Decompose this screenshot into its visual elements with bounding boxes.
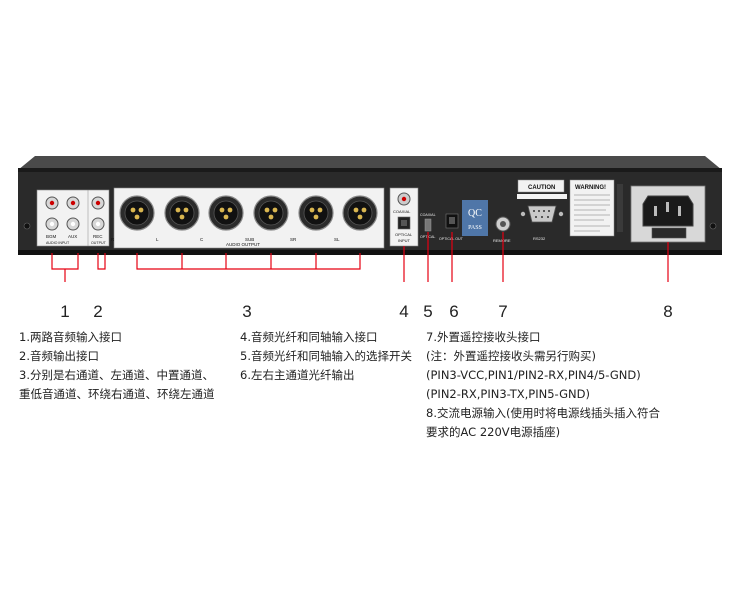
- rs232-port: [527, 205, 557, 223]
- description-line: 要求的AC 220V电源插座): [426, 425, 561, 439]
- xlr-connectors: R L C SUB SR SL: [111, 195, 378, 242]
- optical-out-label: OPTICAL OUT: [439, 237, 464, 241]
- rs232-label: RS232: [533, 236, 546, 241]
- description-line: 重低音通道、环绕右通道、环绕左通道: [19, 387, 215, 401]
- warning-label: WARNING!: [575, 185, 606, 191]
- callout-line: [51, 253, 79, 282]
- callout-number-2: 2: [93, 302, 102, 321]
- description-column-1: 1.两路音频输入接口 2.音频输出接口 3.分别是右通道、左通道、中置通道、 重…: [19, 328, 215, 404]
- description-line: 5.音频光纤和同轴输入的选择开关: [240, 349, 412, 363]
- xlr-label: SUB: [245, 237, 254, 242]
- rca-label-rec: REC: [93, 234, 103, 239]
- xlr-label: R: [111, 237, 115, 242]
- callout-number-3: 3: [242, 302, 251, 321]
- caution-sticker: [517, 179, 565, 193]
- description-column-2: 4.音频光纤和同轴输入接口 5.音频光纤和同轴输入的选择开关 6.左右主通道光纤…: [240, 328, 412, 385]
- caution-label: CAUTION: [528, 185, 555, 191]
- callout-lines: [51, 232, 669, 282]
- callout-line: [136, 253, 361, 270]
- qc-pass-label: PASS: [468, 225, 482, 231]
- rca-label-bgm: BGM: [46, 234, 57, 239]
- xlr-label: SL: [334, 237, 340, 242]
- warning-sticker: [569, 179, 615, 237]
- description-line: (注：外置遥控接收头需另行购买): [426, 349, 596, 363]
- chassis-lip: [18, 168, 722, 173]
- qc-sticker: [462, 200, 488, 236]
- callout-number-1: 1: [60, 302, 69, 321]
- description-line: (PIN2-RX,PIN3-TX,PIN5-GND): [426, 387, 590, 401]
- fuse-holder: [651, 227, 687, 239]
- description-line: 4.音频光纤和同轴输入接口: [240, 330, 378, 344]
- description-line: 1.两路音频输入接口: [19, 330, 122, 344]
- description-line: 3.分别是右通道、左通道、中置通道、: [19, 368, 214, 382]
- description-line: 2.音频输出接口: [19, 349, 99, 363]
- panel-bottom-edge: [18, 250, 722, 255]
- optical-input-label-2: INPUT: [398, 238, 411, 243]
- rca-jacks: [45, 196, 105, 231]
- chassis-top: [18, 156, 722, 170]
- callout-line: [97, 253, 106, 270]
- rca-group-input: AUDIO INPUT: [46, 241, 70, 245]
- optical-input-label-1: OPTICAL: [395, 232, 413, 237]
- xlr-plate: [113, 187, 385, 249]
- callout-number-5: 5: [423, 302, 432, 321]
- description-line: 8.交流电源输入(使用时将电源线插头插入符合: [426, 406, 660, 420]
- coaxial-label: COAXIAL: [393, 209, 411, 214]
- callout-number-7: 7: [498, 302, 507, 321]
- description-line: 7.外置遥控接收头接口: [426, 330, 541, 344]
- xlr-label: C: [200, 237, 204, 242]
- description-line: (PIN3-VCC,PIN1/PIN2-RX,PIN4/5-GND): [426, 368, 641, 382]
- rca-label-aux: AUX: [68, 234, 77, 239]
- xlr-label: L: [156, 237, 159, 242]
- qc-label: QC: [468, 208, 482, 219]
- switch-label-coaxial: COAXIAL: [420, 213, 436, 217]
- screw-right: [709, 222, 717, 230]
- xlr-group-label: AUDIO OUTPUT: [226, 242, 260, 247]
- rca-group-output: OUTPUT: [91, 241, 107, 245]
- description-column-3: 7.外置遥控接收头接口 (注：外置遥控接收头需另行购买) (PIN3-VCC,P…: [426, 328, 660, 442]
- screw-left: [23, 222, 31, 230]
- description-line: 6.左右主通道光纤输出: [240, 368, 355, 382]
- callout-number-4: 4: [399, 302, 408, 321]
- input-select-switch: [424, 218, 432, 232]
- remote-label: REMORE: [493, 238, 511, 243]
- callout-number-6: 6: [449, 302, 458, 321]
- xlr-label: SR: [290, 237, 297, 242]
- callout-number-8: 8: [663, 302, 672, 321]
